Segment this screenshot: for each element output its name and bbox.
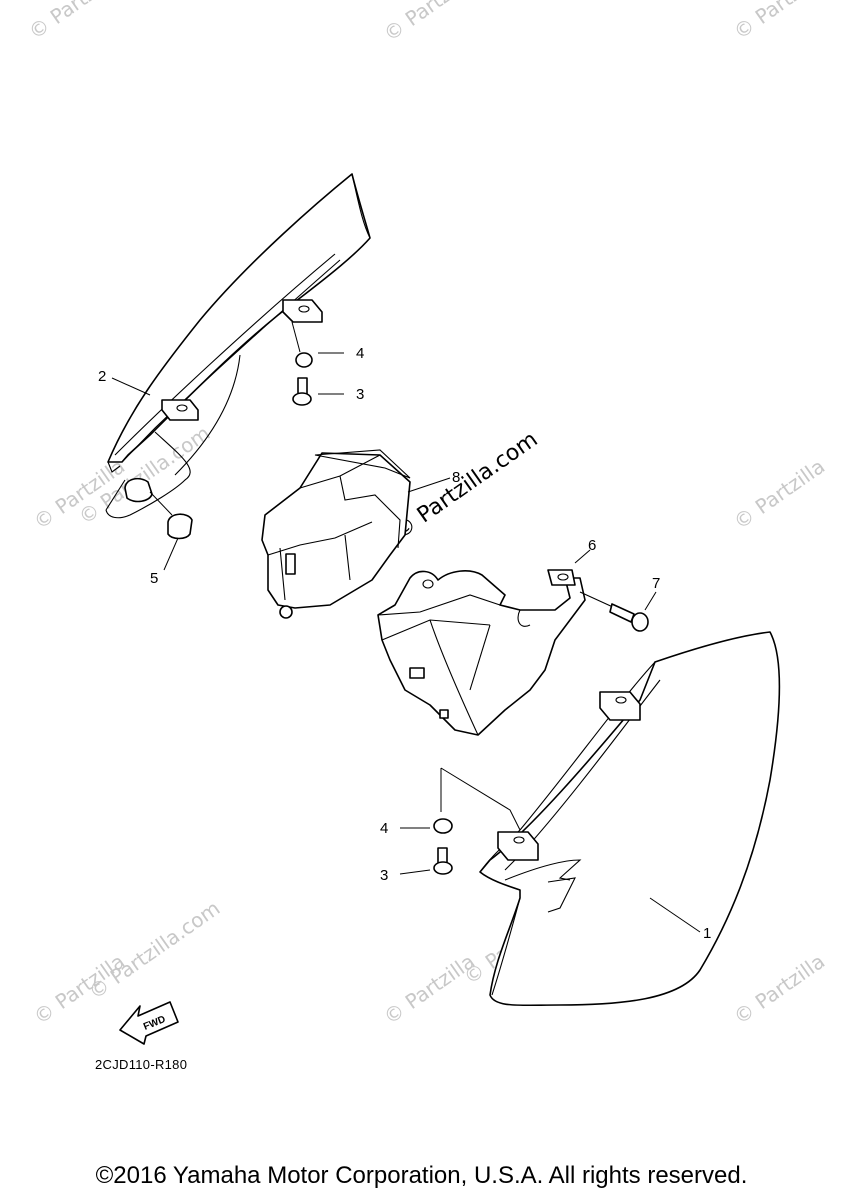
watermark: © Partzilla — [379, 0, 479, 46]
watermark: © Partzilla — [729, 0, 829, 44]
upper-side-cover-part-2[interactable] — [105, 173, 371, 519]
collar-part-4-lower[interactable] — [400, 767, 521, 834]
leader-part-8 — [407, 477, 451, 493]
inner-cover-part-6[interactable] — [377, 549, 591, 736]
callout-6: 6 — [588, 537, 596, 554]
callout-1: 1 — [703, 925, 711, 942]
callout-5: 5 — [150, 570, 158, 587]
copyright-notice: ©2016 Yamaha Motor Corporation, U.S.A. A… — [95, 1162, 748, 1189]
watermark: © Partzilla — [729, 454, 829, 534]
lower-side-cover-part-1[interactable] — [479, 631, 781, 1007]
watermark: © Partzilla — [379, 949, 479, 1029]
watermark: © Partzilla — [729, 949, 829, 1029]
screw-part-7[interactable] — [579, 591, 657, 632]
callout-4-upper: 4 — [356, 345, 364, 362]
collar-part-4-upper[interactable] — [291, 321, 344, 368]
callout-7: 7 — [652, 575, 660, 592]
tool-box-part-8[interactable] — [261, 449, 411, 619]
fwd-arrow-icon: FWD — [119, 1001, 179, 1045]
bolt-part-3-lower[interactable] — [399, 847, 453, 875]
watermark-side: © Partzilla.com — [84, 896, 224, 1004]
callout-2: 2 — [98, 368, 106, 385]
callout-4-lower: 4 — [380, 820, 388, 837]
callout-3-lower: 3 — [380, 867, 388, 884]
diagram-reference-code: 2CJD110-R180 — [95, 1057, 188, 1072]
watermark: © Partzilla — [24, 0, 124, 44]
damper-part-5[interactable] — [149, 491, 193, 571]
callout-8: 8 — [452, 469, 460, 486]
watermark-center: © Partzilla.com — [389, 427, 542, 545]
leader-part-2 — [111, 377, 151, 396]
bolt-part-3-upper[interactable] — [292, 377, 344, 406]
callout-3-upper: 3 — [356, 386, 364, 403]
